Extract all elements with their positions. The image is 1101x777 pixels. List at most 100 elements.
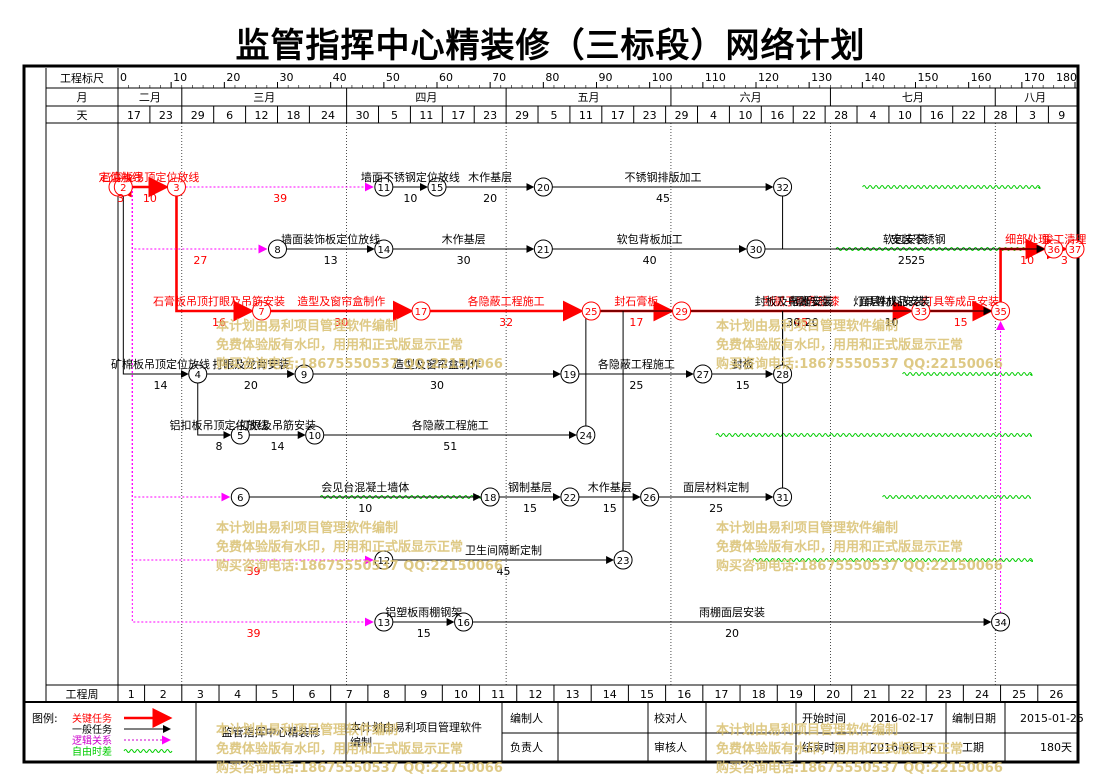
task-label: 铝塑板雨棚钢架 xyxy=(385,605,462,619)
scale-tick-label: 0 xyxy=(120,71,127,84)
legend-item-label: 逻辑关系 xyxy=(72,734,112,747)
task-label: 钢制基层 xyxy=(508,481,552,494)
week-label: 20 xyxy=(826,688,840,701)
node-16 xyxy=(454,612,474,632)
week-label: 2 xyxy=(160,688,167,701)
node-25 xyxy=(581,301,601,321)
month-label: 二月 xyxy=(139,91,161,104)
legend-label: 图例: xyxy=(32,711,58,725)
watermark-text: 购买咨询电话:18675550537 QQ:22150066 xyxy=(216,356,503,372)
node-label: 29 xyxy=(675,307,688,318)
day-label: 23 xyxy=(159,109,173,122)
week-label: 13 xyxy=(566,688,580,701)
node-label: 5 xyxy=(237,431,243,442)
day-label: 23 xyxy=(643,109,657,122)
scale-tick-label: 150 xyxy=(918,71,939,84)
logic-link xyxy=(131,187,231,502)
task-label: 竣工清理 xyxy=(1042,232,1086,246)
footer-project-name: 监管指挥中心精装修 xyxy=(222,725,321,739)
week-label: 24 xyxy=(975,688,989,701)
scale-tick-label: 40 xyxy=(333,71,347,84)
footer-end-value: 2016-08-14 xyxy=(870,741,934,754)
node-label: 32 xyxy=(776,183,789,194)
task-duration: 15 xyxy=(736,379,750,392)
node-label: 24 xyxy=(579,431,592,442)
task-label: 墙面不锈钢定位放线 xyxy=(361,170,460,184)
node-label: 28 xyxy=(776,370,789,381)
footer-software-note: 本计划由易利项目管理软件 xyxy=(350,720,482,734)
scale-tick-label: 110 xyxy=(705,71,726,84)
task-duration: 25 xyxy=(709,502,723,515)
task-label: 造型及窗帘盒制作 xyxy=(393,357,481,371)
week-label: 8 xyxy=(383,688,390,701)
day-label: 11 xyxy=(419,109,433,122)
node-label: 31 xyxy=(776,493,789,504)
task-duration: 30 xyxy=(334,316,348,329)
scale-tick-label: 30 xyxy=(280,71,294,84)
logic-link-duration: 39 xyxy=(247,627,261,640)
node-label: 27 xyxy=(696,370,709,381)
week-label: 3 xyxy=(197,688,204,701)
task-label: 封板及电器安装 xyxy=(755,294,832,308)
task-duration: 30 xyxy=(430,379,444,392)
day-label: 17 xyxy=(451,109,465,122)
footer-duration-value: 180天 xyxy=(1040,741,1072,754)
node-label: 4 xyxy=(195,370,201,381)
scale-tick-label: 140 xyxy=(864,71,885,84)
node-14 xyxy=(374,239,394,259)
node-29 xyxy=(672,301,692,321)
node-9 xyxy=(294,364,314,384)
task-duration: 51 xyxy=(443,440,457,453)
node-35 xyxy=(991,301,1011,321)
node-11 xyxy=(374,177,394,197)
task-label: 定位放线 xyxy=(99,170,143,184)
node-28 xyxy=(773,364,793,384)
node-label: 21 xyxy=(537,245,550,256)
node-label: 35 xyxy=(994,307,1007,318)
page-title: 监管指挥中心精装修（三标段）网络计划 xyxy=(235,26,866,66)
footer-duration-label: 工期 xyxy=(962,741,984,754)
node-4 xyxy=(188,364,208,384)
week-label: 10 xyxy=(454,688,468,701)
scale-tick-label: 130 xyxy=(811,71,832,84)
day-label: 16 xyxy=(930,109,944,122)
node-label: 14 xyxy=(377,245,390,256)
task-label: 面层材料安装 xyxy=(859,294,925,308)
node-8 xyxy=(268,239,287,259)
task-label: 造型及窗帘盒制作 xyxy=(297,294,385,308)
watermark-text: 购买咨询电话:18675550537 QQ:22150066 xyxy=(716,760,1003,776)
week-label: 7 xyxy=(346,688,353,701)
node-37 xyxy=(1065,239,1085,259)
node-5 xyxy=(230,425,250,445)
task-label: 刮腻子刷乳胶漆 xyxy=(763,294,840,308)
watermark-text: 免费体验版有水印，用用和正式版显示正常 xyxy=(216,741,463,757)
node-30 xyxy=(746,239,766,259)
node-label: 9 xyxy=(301,370,307,381)
day-label: 5 xyxy=(391,109,398,122)
task-arrow xyxy=(197,383,232,439)
task-duration: 15 xyxy=(603,502,617,515)
task-label: 各隐蔽工程施工 xyxy=(468,294,545,308)
day-label: 24 xyxy=(321,109,335,122)
watermark-text: 本计划由易利项目管理软件编制 xyxy=(216,318,398,334)
free-float-line xyxy=(715,433,1032,437)
footer-end-label: 结束时间 xyxy=(802,741,846,754)
task-arrow xyxy=(175,196,255,322)
node-label: 8 xyxy=(274,245,280,256)
task-duration: 25 xyxy=(911,254,925,267)
week-label: 16 xyxy=(677,688,691,701)
node-label: 7 xyxy=(258,307,264,318)
node-label: 16 xyxy=(457,618,470,629)
week-label: 1 xyxy=(128,688,135,701)
task-duration: 20 xyxy=(244,379,258,392)
week-label: 22 xyxy=(901,688,915,701)
free-float-line xyxy=(882,495,1031,499)
logic-link xyxy=(131,187,374,627)
footer-compile-date-label: 编制日期 xyxy=(952,711,996,725)
task-duration: 20 xyxy=(805,316,819,329)
node-3 xyxy=(166,177,186,197)
day-label: 16 xyxy=(770,109,784,122)
logic-link-duration: 39 xyxy=(247,565,261,578)
node-34 xyxy=(991,612,1011,632)
